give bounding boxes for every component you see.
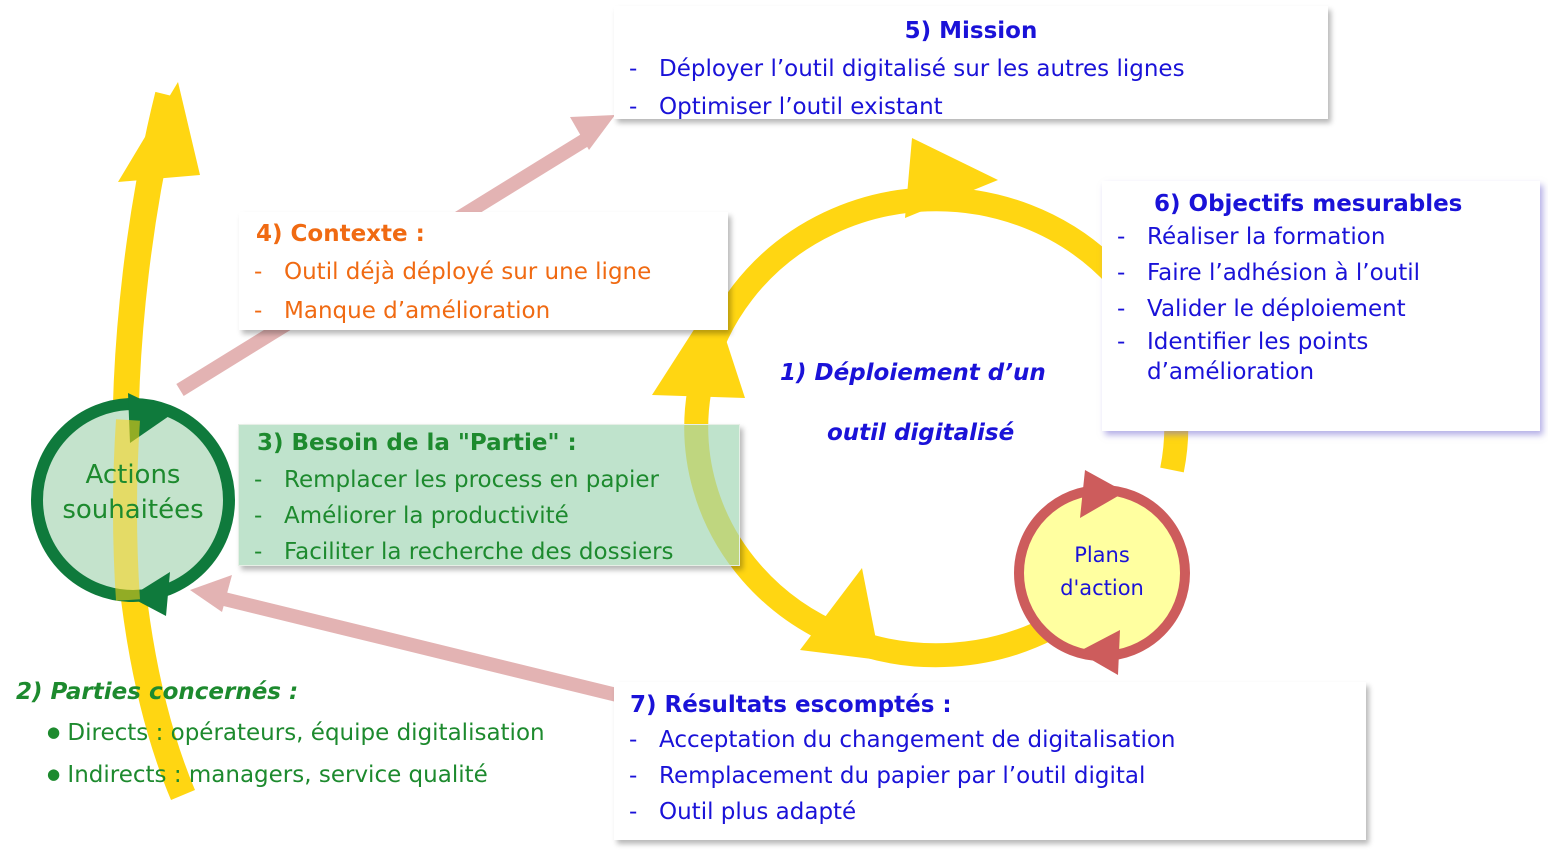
bullet-icon: ●: [47, 723, 61, 741]
left-vertical-arrow-head: [118, 82, 200, 182]
main-cycle-arrow-top: [905, 138, 998, 218]
list-item: Manque d’amélioration: [239, 292, 728, 331]
list-item: Acceptation du changement de digitalisat…: [614, 722, 1366, 758]
objectifs-list: Réaliser la formation Faire l’adhésion à…: [1102, 219, 1540, 387]
list-item: Améliorer la productivité: [239, 498, 739, 534]
list-item: Faciliter la recherche des dossiers: [239, 534, 739, 570]
parties-item-directs: ● Directs : opérateurs, équipe digitalis…: [47, 718, 545, 750]
list-item: Réaliser la formation: [1102, 219, 1540, 255]
resultats-title: 7) Résultats escomptés :: [630, 692, 952, 718]
resultats-list: Acceptation du changement de digitalisat…: [614, 722, 1366, 830]
center-title-line2: outil digitalisé: [827, 420, 1015, 446]
objectifs-box: 6) Objectifs mesurables Réaliser la form…: [1102, 181, 1540, 431]
plans-label-line1: Plans: [1074, 543, 1130, 567]
list-item: Remplacer les process en papier: [239, 462, 739, 498]
plans-label-line2: d'action: [1060, 576, 1144, 600]
parties-item-text: Indirects : managers, service qualité: [67, 762, 488, 788]
list-item: Remplacement du papier par l’outil digit…: [614, 758, 1366, 794]
parties-item-text: Directs : opérateurs, équipe digitalisat…: [67, 720, 545, 746]
besoin-title: 3) Besoin de la "Partie" :: [257, 430, 577, 456]
list-item: Identifier les points d’amélioration: [1102, 327, 1437, 387]
actions-label-line1: Actions: [85, 460, 181, 490]
contexte-title: 4) Contexte :: [256, 221, 425, 247]
list-item: Déployer l’outil digitalisé sur les autr…: [614, 50, 1328, 88]
contexte-box: 4) Contexte : Outil déjà déployé sur une…: [239, 212, 728, 331]
parties-title: 2) Parties concernés :: [16, 679, 299, 705]
contexte-list: Outil déjà déployé sur une ligne Manque …: [239, 253, 728, 331]
left-vertical-arrow-overlay: [113, 419, 140, 601]
list-item: Faire l’adhésion à l’outil: [1102, 255, 1540, 291]
plans-cycle-arrow-top: [1080, 470, 1125, 518]
pink-arrow-left-shaft: [218, 591, 627, 704]
list-item: Outil plus adapté: [614, 794, 1366, 830]
pink-arrow-up-head: [570, 115, 615, 150]
center-title-line1: 1) Déploiement d’un: [780, 360, 1046, 386]
main-cycle-arrow-bottom: [800, 568, 880, 660]
besoin-list: Remplacer les process en papier Améliore…: [239, 462, 739, 570]
actions-cycle-arrow-bottom: [130, 572, 170, 616]
mission-box: 5) Mission Déployer l’outil digitalisé s…: [614, 6, 1328, 126]
objectifs-title: 6) Objectifs mesurables: [1154, 191, 1463, 217]
plans-cycle-fill: [1019, 490, 1185, 656]
mission-list: Déployer l’outil digitalisé sur les autr…: [614, 50, 1328, 126]
besoin-box: 3) Besoin de la "Partie" : Remplacer les…: [238, 424, 740, 570]
list-item: Valider le déploiement: [1102, 291, 1540, 327]
plans-label: Plans d'action: [1042, 539, 1162, 605]
parties-item-indirects: ● Indirects : managers, service qualité: [47, 760, 488, 792]
mission-title: 5) Mission: [904, 18, 1038, 44]
main-cycle-arrow-left: [652, 300, 745, 398]
actions-label-line2: souhaitées: [62, 495, 204, 525]
list-item: Outil déjà déployé sur une ligne: [239, 253, 728, 292]
actions-label: Actions souhaitées: [33, 458, 233, 528]
list-item: Optimiser l’outil existant: [614, 88, 1328, 126]
pink-arrow-left-head: [190, 575, 232, 612]
plans-cycle-arrow-bottom: [1078, 630, 1120, 675]
bullet-icon: ●: [47, 765, 61, 783]
resultats-box: 7) Résultats escomptés : Acceptation du …: [614, 682, 1366, 840]
